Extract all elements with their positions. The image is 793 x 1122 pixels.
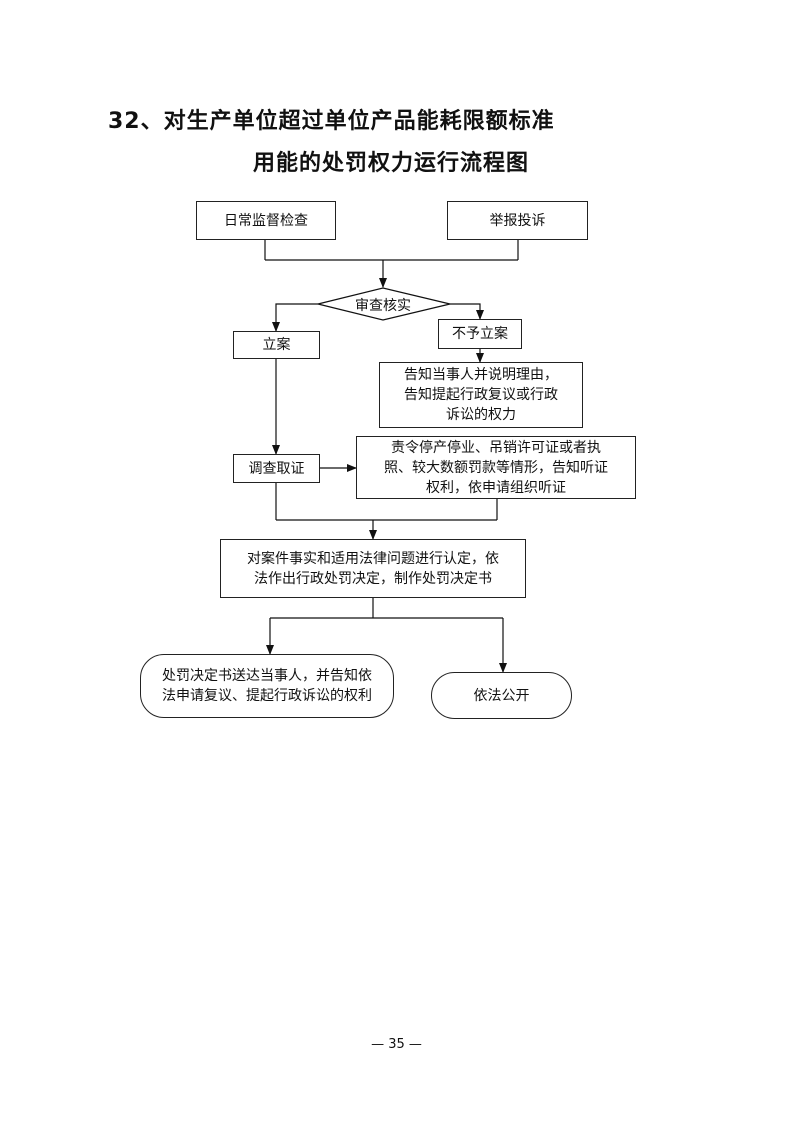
- node-notify-party: 告知当事人并说明理由， 告知提起行政复议或行政 诉讼的权力: [379, 362, 583, 428]
- node-report-complaint-label: 举报投诉: [489, 212, 546, 229]
- node-decision-label: 对案件事实和适用法律问题进行认定，依 法作出行政处罚决定，制作处罚决定书: [247, 550, 499, 587]
- node-deliver: 处罚决定书送达当事人，并告知依 法申请复议、提起行政诉讼的权利: [140, 654, 394, 718]
- node-investigate-label: 调查取证: [248, 460, 305, 477]
- node-file-case: 立案: [233, 331, 320, 359]
- node-investigate: 调查取证: [233, 454, 320, 483]
- node-publish: 依法公开: [431, 672, 572, 719]
- node-hearing-notice-label: 责令停产停业、吊销许可证或者执 照、较大数额罚款等情形，告知听证 权利，依申请组…: [384, 439, 608, 496]
- node-publish-label: 依法公开: [473, 687, 530, 704]
- node-daily-inspection-label: 日常监督检查: [224, 212, 308, 229]
- node-report-complaint: 举报投诉: [447, 201, 588, 240]
- node-not-file-case: 不予立案: [438, 319, 522, 349]
- node-review-verify: 审查核实: [355, 298, 411, 314]
- connector-to-file: [272, 303, 318, 332]
- connector-to-not-file: [450, 303, 484, 320]
- node-deliver-label: 处罚决定书送达当事人，并告知依 法申请复议、提起行政诉讼的权利: [162, 668, 372, 704]
- page-number: — 35 —: [371, 1037, 422, 1052]
- page-title-line-2: 用能的处罚权力运行流程图: [253, 151, 530, 176]
- node-hearing-notice: 责令停产停业、吊销许可证或者执 照、较大数额罚款等情形，告知听证 权利，依申请组…: [356, 436, 636, 499]
- node-file-case-label: 立案: [262, 337, 291, 353]
- node-daily-inspection: 日常监督检查: [196, 201, 336, 240]
- node-notify-party-label: 告知当事人并说明理由， 告知提起行政复议或行政 诉讼的权力: [404, 367, 558, 423]
- node-decision: 对案件事实和适用法律问题进行认定，依 法作出行政处罚决定，制作处罚决定书: [220, 539, 526, 598]
- node-not-file-case-label: 不予立案: [452, 326, 508, 342]
- page-title-line-1: 32、对生产单位超过单位产品能耗限额标准: [108, 109, 555, 134]
